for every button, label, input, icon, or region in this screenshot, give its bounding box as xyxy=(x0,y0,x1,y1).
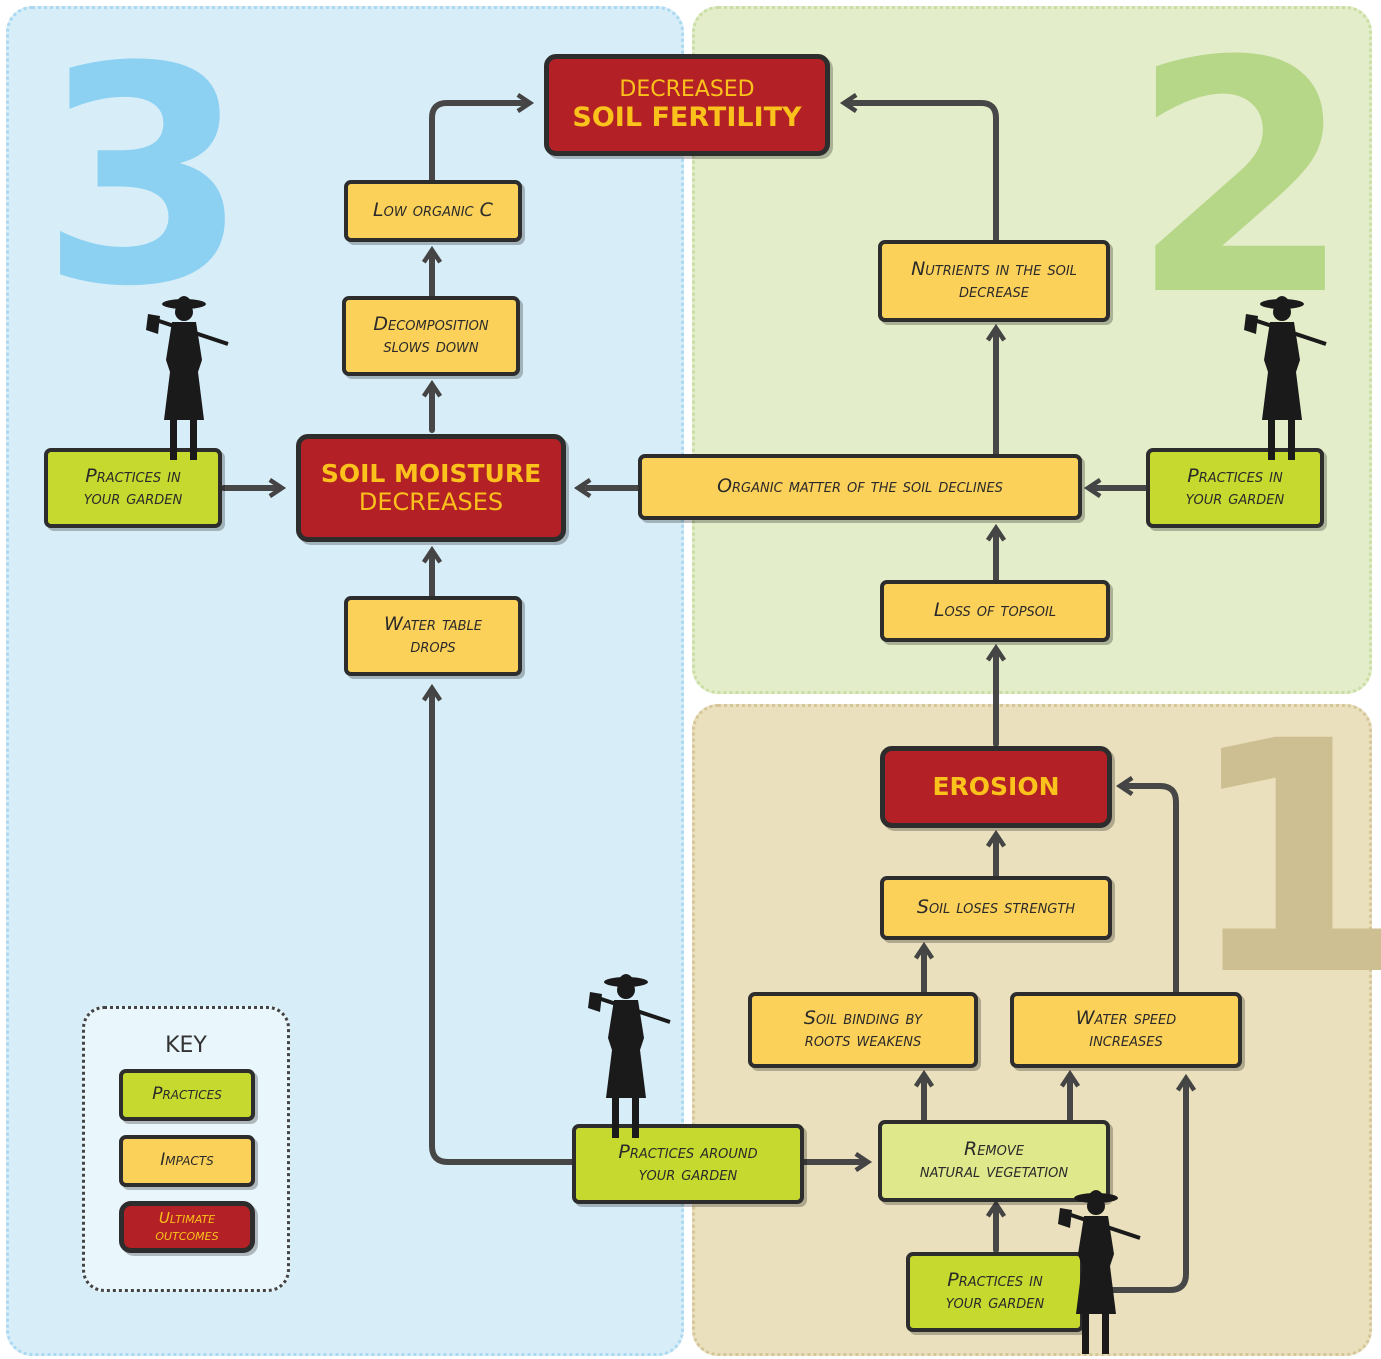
bottom-garden-line2: your garden xyxy=(945,1291,1045,1313)
arrow-nutrients-to-fertility xyxy=(839,92,999,243)
key-impacts-label: Impacts xyxy=(160,1150,214,1171)
impact-decomposition: Decomposition slows down xyxy=(342,296,520,376)
water-table-line1: Water table xyxy=(384,613,482,636)
impact-organic-matter: Organic matter of the soil declines xyxy=(638,454,1082,520)
practice-bottom-garden: Practices in your garden xyxy=(906,1252,1084,1332)
key-practices-label: Practices xyxy=(152,1084,222,1105)
outcome-decreased-soil-fertility: Decreased Soil Fertility xyxy=(544,54,830,156)
farmer-icon xyxy=(1058,1190,1141,1354)
bottom-garden-line1: Practices in xyxy=(947,1269,1043,1292)
moisture-line1: Soil Moisture xyxy=(320,458,542,488)
impact-soil-strength: Soil loses strength xyxy=(880,876,1112,940)
key-outcomes: Ultimate outcomes xyxy=(119,1201,255,1253)
water-speed-line2: increases xyxy=(1089,1029,1163,1051)
key-outcomes-line2: outcomes xyxy=(155,1226,219,1244)
farmer-icon xyxy=(588,974,671,1138)
nutrients-line1: Nutrients in the soil xyxy=(911,258,1077,281)
right-garden-line2: your garden xyxy=(1185,487,1285,509)
fertility-line1: Decreased xyxy=(619,76,755,102)
key-practices: Practices xyxy=(119,1069,255,1121)
key-outcomes-line1: Ultimate xyxy=(158,1208,216,1227)
decomposition-line2: slows down xyxy=(383,335,479,357)
nutrients-line2: decrease xyxy=(959,280,1029,302)
water-table-line2: drops xyxy=(410,635,456,657)
outcome-soil-moisture-decreases: Soil Moisture Decreases xyxy=(296,434,566,542)
practice-around-garden: Practices around your garden xyxy=(572,1124,804,1204)
remove-vegetation-line2: natural vegetation xyxy=(919,1160,1069,1182)
around-garden-line2: your garden xyxy=(638,1163,738,1185)
erosion-label: Erosion xyxy=(932,771,1060,801)
decomposition-line1: Decomposition xyxy=(373,313,489,336)
practice-right-garden: Practices in your garden xyxy=(1146,448,1324,528)
moisture-line2: Decreases xyxy=(358,487,504,516)
zone-3-number: 3 xyxy=(40,3,249,352)
arrow-bottomgarden-to-speed xyxy=(1097,1073,1197,1293)
soil-strength-label: Soil loses strength xyxy=(916,896,1076,919)
legend-key: KEY Practices Impacts Ultimate outcomes xyxy=(82,1006,290,1292)
impact-loss-of-topsoil: Loss of topsoil xyxy=(880,580,1110,642)
arrow-lowc-to-fertility xyxy=(429,92,535,183)
soil-binding-line1: Soil binding by xyxy=(803,1007,923,1030)
key-impacts: Impacts xyxy=(119,1135,255,1187)
impact-soil-binding: Soil binding by roots weakens xyxy=(748,992,978,1068)
zone-2-number: 2 xyxy=(1130,0,1353,366)
left-garden-line1: Practices in xyxy=(85,465,181,488)
farmer-icon xyxy=(146,296,229,460)
topsoil-label: Loss of topsoil xyxy=(933,599,1057,622)
low-organic-c-label: Low organic C xyxy=(373,199,493,222)
organic-matter-label: Organic matter of the soil declines xyxy=(717,475,1003,498)
left-garden-line2: your garden xyxy=(83,487,183,509)
practice-left-garden: Practices in your garden xyxy=(44,448,222,528)
arrow-speed-to-erosion xyxy=(1115,775,1179,995)
remove-vegetation-line1: Remove xyxy=(964,1138,1024,1161)
water-speed-line1: Water speed xyxy=(1075,1007,1177,1030)
soil-binding-line2: roots weakens xyxy=(804,1029,922,1051)
practice-remove-vegetation: Remove natural vegetation xyxy=(878,1120,1110,1202)
right-garden-line1: Practices in xyxy=(1187,465,1283,488)
zone-1-number: 1 xyxy=(1185,674,1381,1046)
fertility-line2: Soil Fertility xyxy=(572,102,802,134)
arrow-around-to-watertable xyxy=(421,683,575,1165)
impact-water-table: Water table drops xyxy=(344,596,522,676)
key-title: KEY xyxy=(165,1033,207,1058)
farmer-icon xyxy=(1244,296,1327,460)
impact-nutrients: Nutrients in the soil decrease xyxy=(878,240,1110,322)
outcome-erosion: Erosion xyxy=(880,746,1112,828)
around-garden-line1: Practices around xyxy=(618,1141,758,1164)
impact-water-speed: Water speed increases xyxy=(1010,992,1242,1068)
impact-low-organic-c: Low organic C xyxy=(344,180,522,242)
